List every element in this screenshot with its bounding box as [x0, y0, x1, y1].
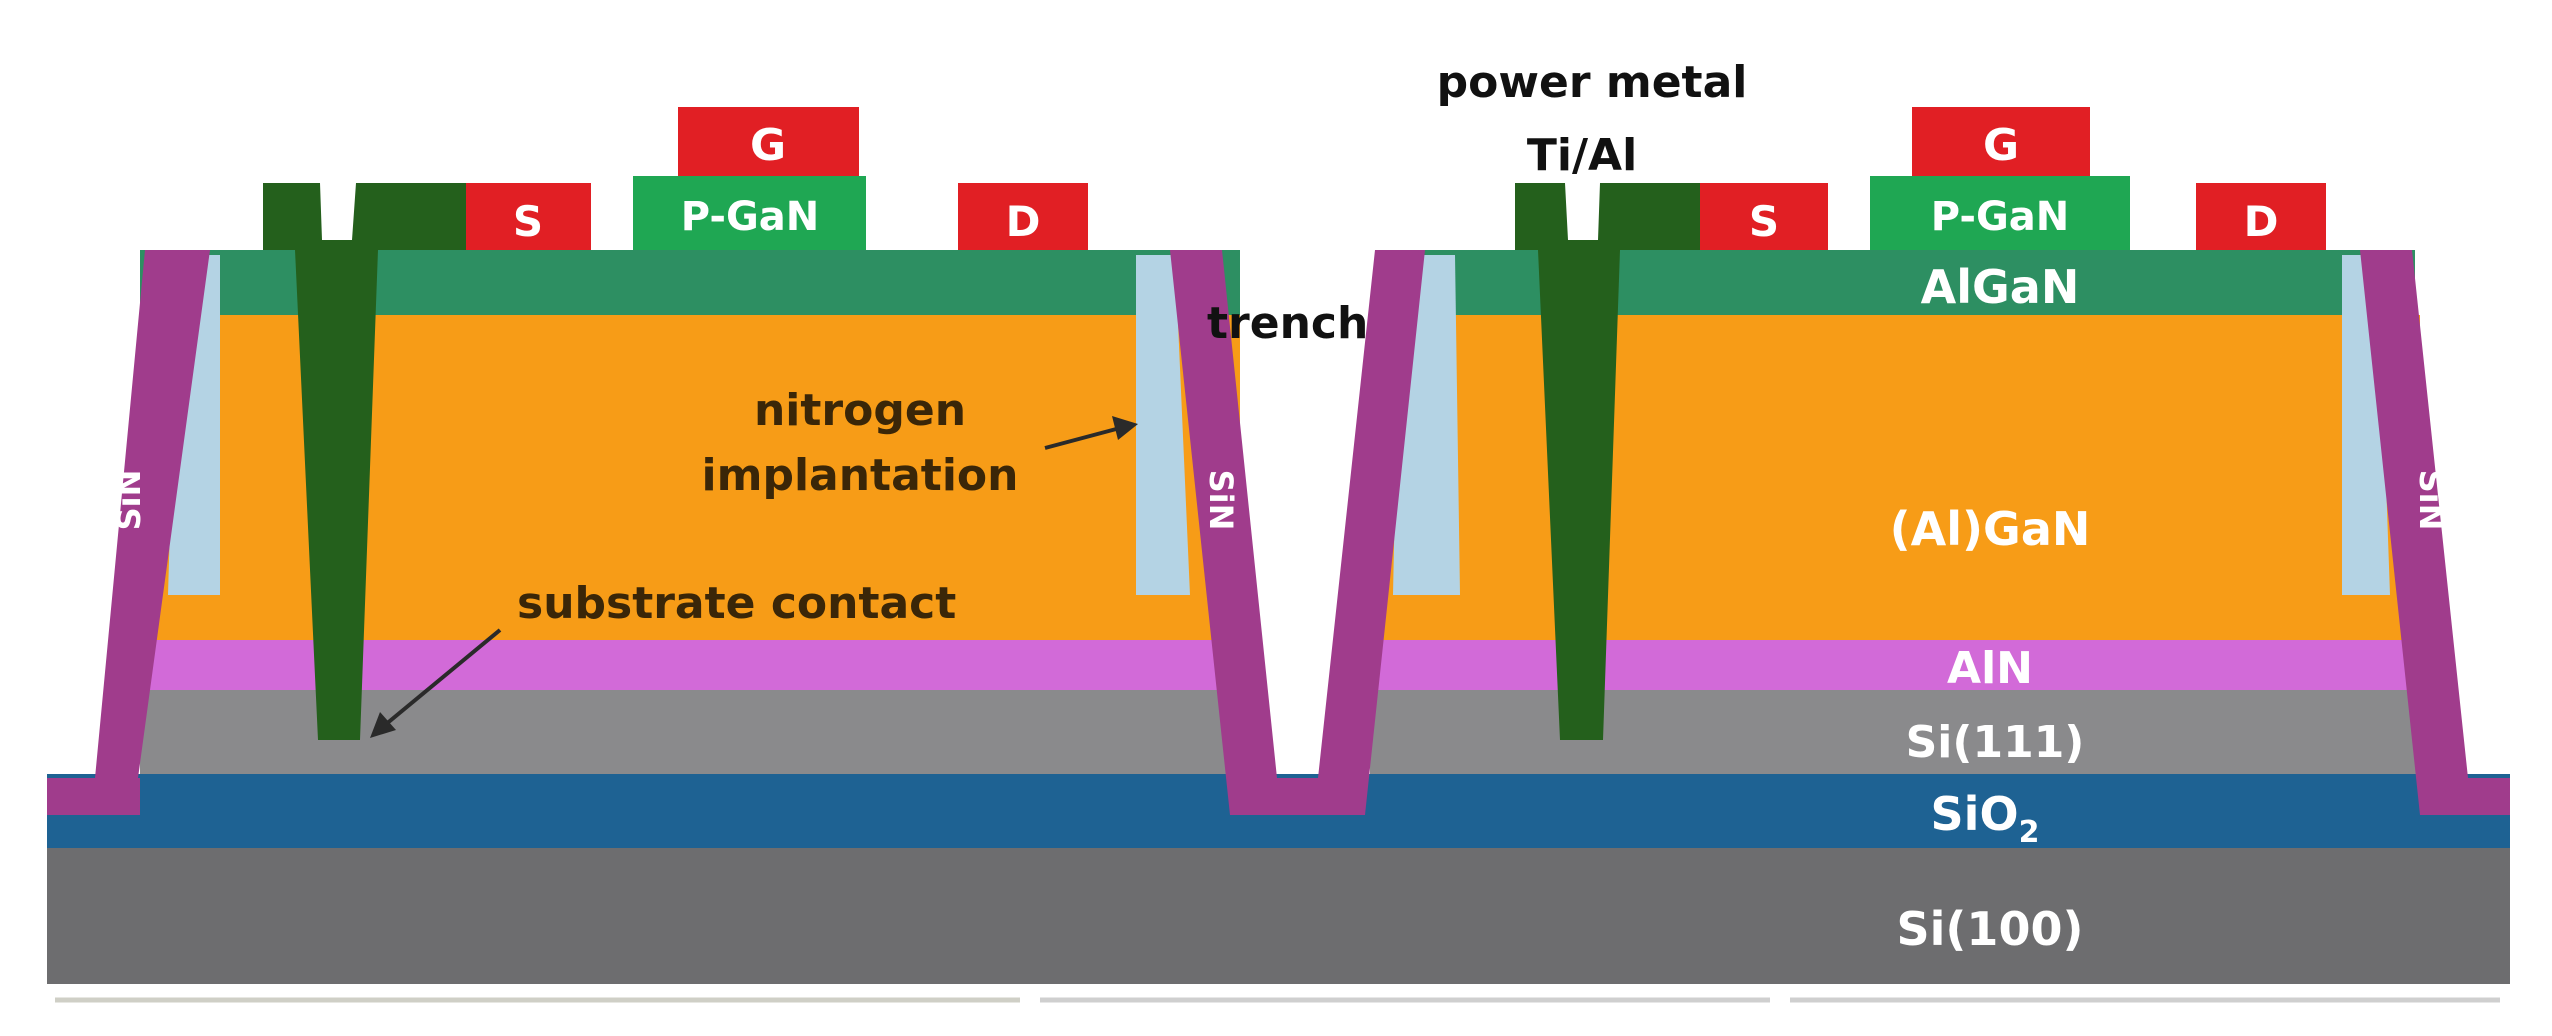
trench-sin-liner — [1170, 250, 1425, 815]
substrate-contact-label: substrate contact — [517, 578, 956, 629]
device2-right-sin-wall — [2360, 250, 2510, 815]
device2-p-gan-label: P-GaN — [1931, 194, 2070, 240]
si100-label: Si(100) — [1897, 902, 2084, 956]
nitrogen-implant-arrowhead — [1112, 416, 1138, 440]
trench-sin-label: SiN — [1202, 470, 1240, 531]
trench-label: trench — [1207, 298, 1368, 349]
device1-gate-label: G — [750, 120, 786, 171]
device1-right-implant-region — [1136, 255, 1190, 595]
device2-gate-electrode — [1912, 107, 2090, 176]
aln-label: AlN — [1947, 643, 2033, 694]
device1-sin-label: SiN — [110, 470, 148, 531]
substrate-contact-arrow — [383, 628, 502, 727]
si100-layer — [47, 848, 2510, 984]
device1-si111-layer — [140, 690, 1240, 774]
device2-source-label: S — [1749, 197, 1779, 246]
sio2-label-subscript: 2 — [2019, 815, 2040, 850]
nitrogen-label: nitrogen — [754, 385, 966, 436]
nitrogen-implant-arrow — [1044, 426, 1121, 450]
device1-p-gan — [633, 176, 866, 250]
device2-sin-label: SiN — [2412, 470, 2450, 531]
algan-label: AlGaN — [1921, 260, 2080, 314]
sio2-label-main: SiO — [1931, 787, 2019, 841]
substrate-contact-arrowhead — [370, 712, 396, 738]
sio2-label: SiO2 — [1931, 787, 2040, 850]
device2-substrate-contact — [1515, 183, 1705, 740]
power-metal-label: power metal — [1437, 57, 1748, 108]
device2-gate-label: G — [1983, 120, 2019, 171]
implantation-label: implantation — [702, 450, 1019, 501]
device1-source-label: S — [513, 197, 543, 246]
device2-source-electrode — [1700, 183, 1828, 250]
device1-drain-electrode — [958, 183, 1088, 250]
device1-left-sin-wall — [47, 250, 210, 815]
device2-aln-layer — [1370, 640, 2420, 690]
device2-drain-label: D — [2244, 197, 2279, 246]
device1-substrate-contact — [263, 183, 468, 740]
si111-label: Si(111) — [1906, 717, 2085, 768]
device2-drain-electrode — [2196, 183, 2326, 250]
al-gan-label: (Al)GaN — [1890, 502, 2091, 556]
device2-p-gan — [1870, 176, 2130, 250]
device1-drain-label: D — [1006, 197, 1041, 246]
device2-si111-layer — [1370, 690, 2420, 774]
device1-aln-layer — [140, 640, 1240, 690]
device1-p-gan-label: P-GaN — [681, 194, 820, 240]
device2-gan-layer — [1370, 315, 2420, 640]
ti-al-label: Ti/Al — [1527, 130, 1637, 181]
device1-source-electrode — [466, 183, 591, 250]
device1-gate-electrode — [678, 107, 859, 176]
